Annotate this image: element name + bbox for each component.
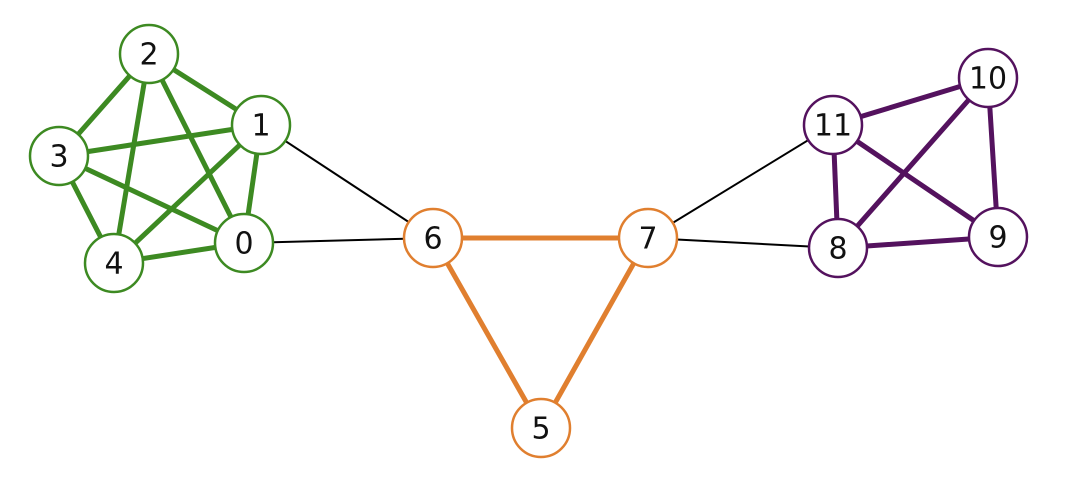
node-5: 5 (510, 397, 572, 459)
edge-1-6 (260, 124, 434, 239)
node-9: 9 (967, 206, 1029, 268)
node-circle-4 (83, 232, 145, 294)
node-label-2: 2 (139, 38, 158, 73)
edge-0-6 (243, 237, 434, 244)
node-label-8: 8 (828, 232, 847, 267)
node-label-0: 0 (234, 227, 253, 262)
edge-0-2 (146, 51, 247, 246)
node-6: 6 (402, 207, 464, 269)
node-circle-6 (402, 207, 464, 269)
node-circle-7 (617, 207, 679, 269)
edge-2-4 (111, 51, 152, 266)
node-label-7: 7 (638, 222, 657, 257)
node-label-10: 10 (969, 62, 1007, 97)
edge-0-3 (56, 153, 247, 246)
node-2: 2 (118, 23, 180, 85)
edge-5-6 (430, 235, 544, 431)
node-circle-5 (510, 397, 572, 459)
edge-8-10 (835, 75, 991, 251)
node-label-1: 1 (251, 109, 270, 144)
node-0: 0 (213, 212, 275, 274)
node-circle-0 (213, 212, 275, 274)
node-4: 4 (83, 232, 145, 294)
node-label-5: 5 (531, 412, 550, 447)
edge-9-11 (830, 122, 1001, 240)
node-1: 1 (230, 94, 292, 156)
edge-5-7 (538, 235, 651, 431)
node-label-9: 9 (988, 221, 1007, 256)
node-label-4: 4 (104, 247, 123, 282)
node-circle-1 (230, 94, 292, 156)
node-circle-10 (957, 47, 1019, 109)
edge-1-3 (56, 122, 264, 159)
node-circle-2 (118, 23, 180, 85)
node-circle-9 (967, 206, 1029, 268)
node-7: 7 (617, 207, 679, 269)
edge-7-8 (647, 237, 839, 249)
node-circle-8 (807, 217, 869, 279)
node-label-6: 6 (423, 222, 442, 257)
node-circle-11 (802, 94, 864, 156)
node-10: 10 (957, 47, 1019, 109)
node-label-3: 3 (49, 140, 68, 175)
node-11: 11 (802, 94, 864, 156)
node-3: 3 (28, 125, 90, 187)
node-label-11: 11 (814, 109, 852, 144)
edge-7-11 (647, 124, 834, 239)
nodes-layer: 0 1 2 3 4 5 6 7 8 9 10 11 (28, 23, 1029, 459)
edge-1-4 (111, 122, 264, 266)
node-circle-3 (28, 125, 90, 187)
node-8: 8 (807, 217, 869, 279)
